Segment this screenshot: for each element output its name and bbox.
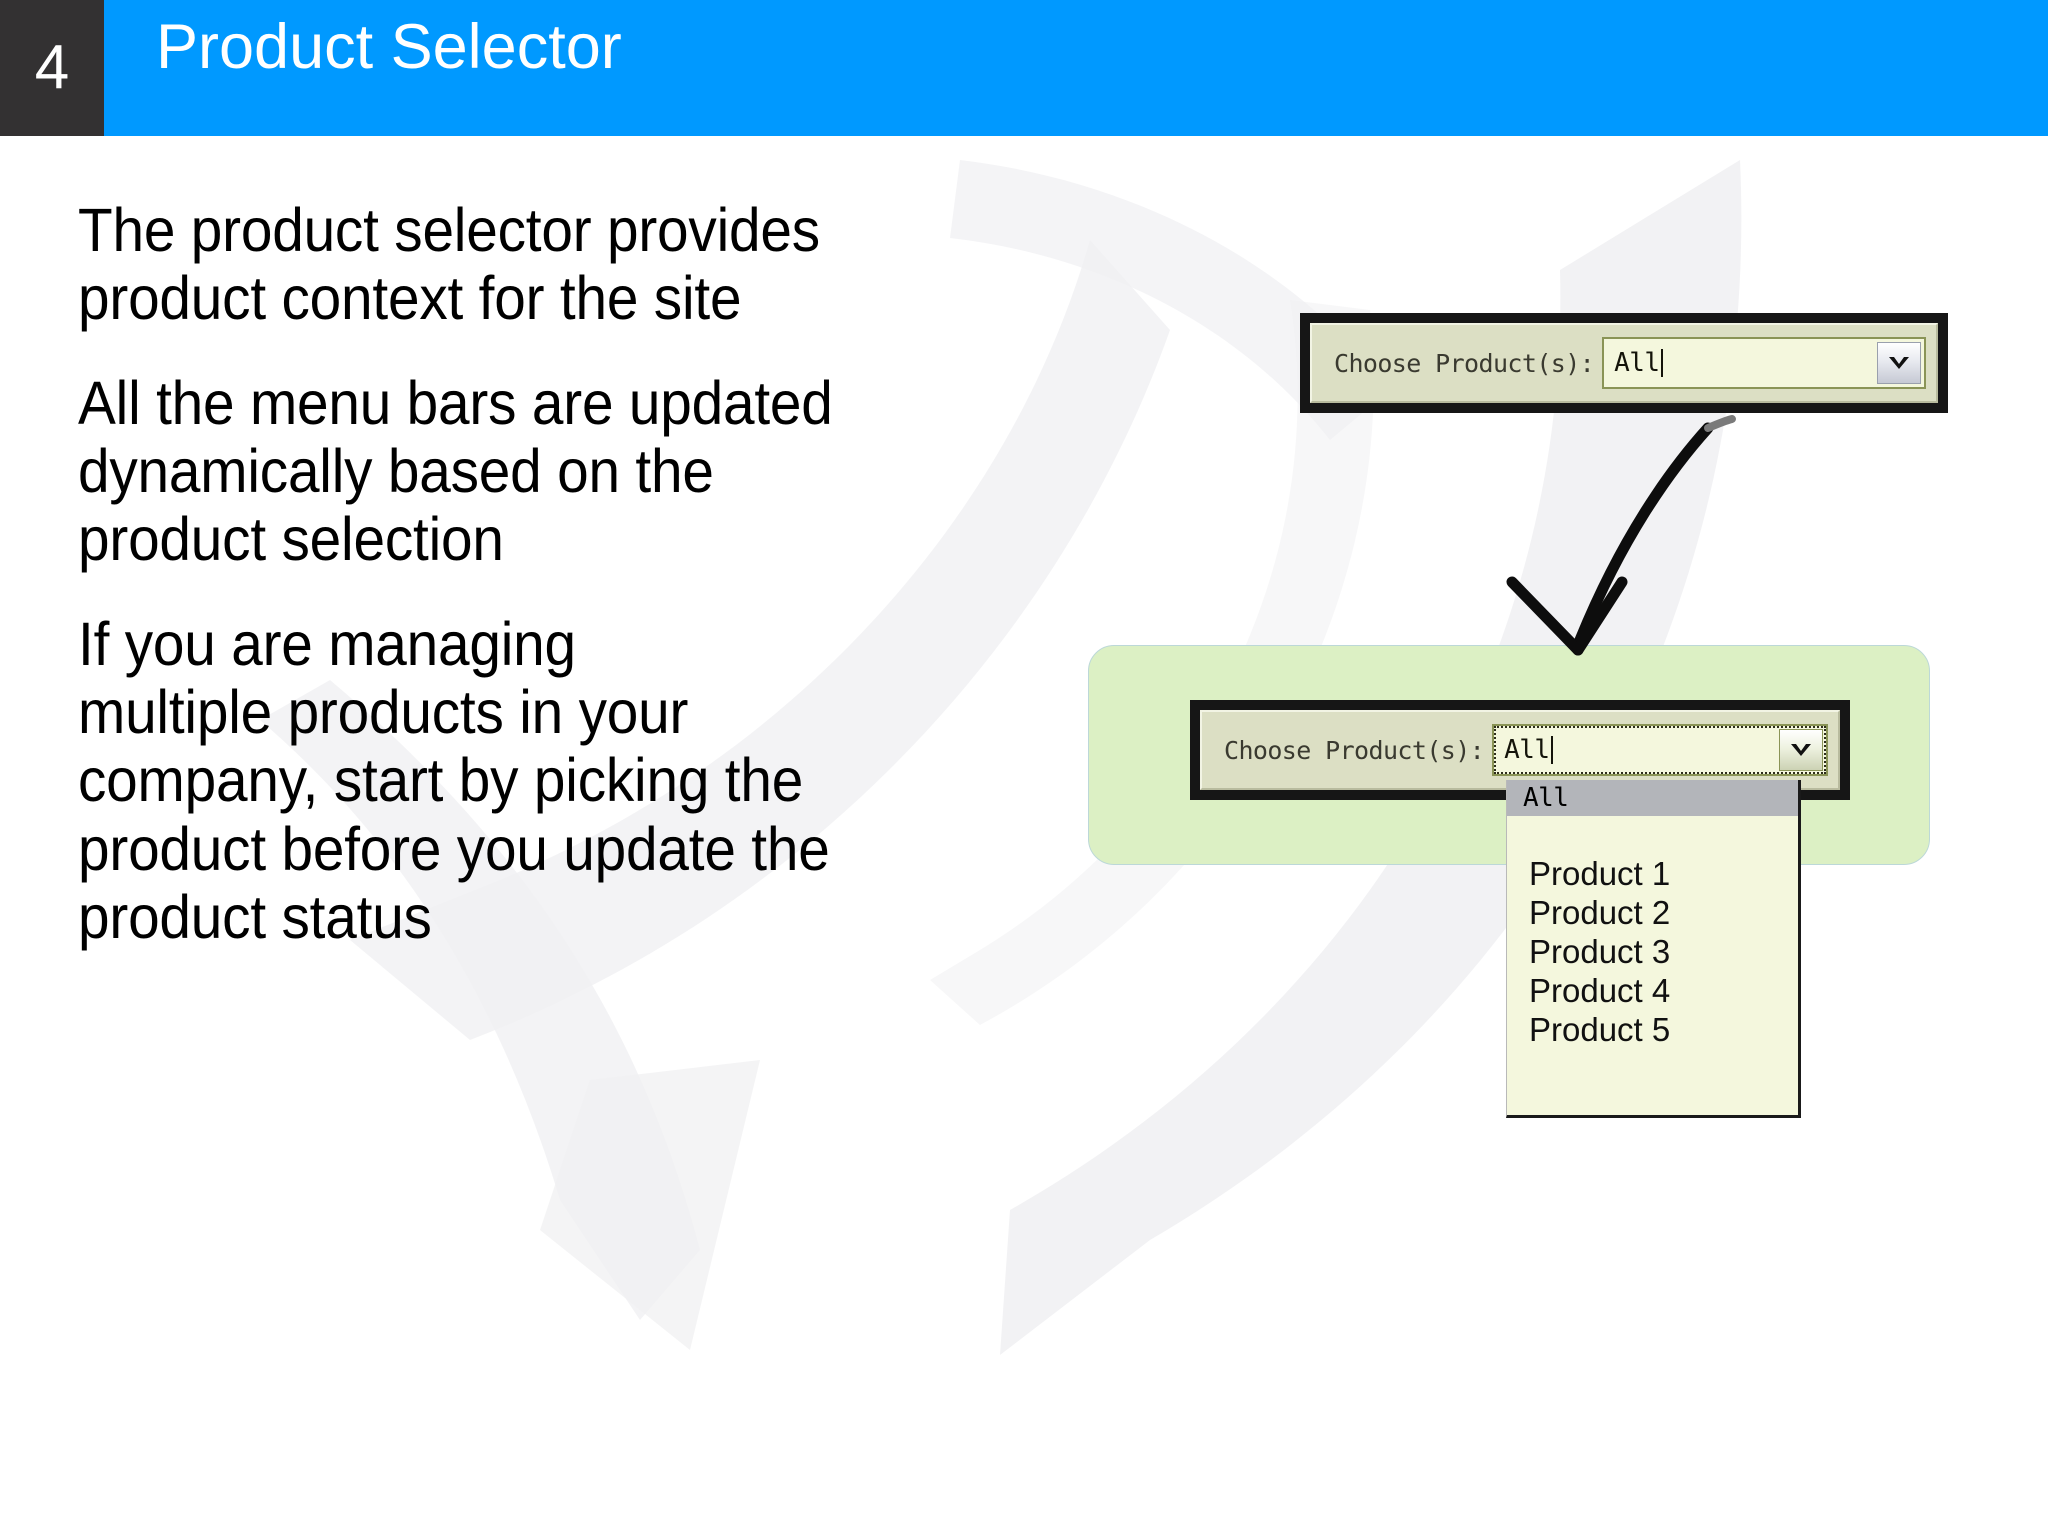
product-dropdown-list[interactable]: All Product 1 Product 2 Product 3 Produc… xyxy=(1506,780,1801,1118)
product-combobox-bottom[interactable]: All xyxy=(1492,724,1828,776)
text-caret-bottom xyxy=(1550,736,1553,764)
chevron-down-icon[interactable] xyxy=(1877,342,1921,384)
product-selector-top: Choose Product(s): All xyxy=(1300,313,1948,413)
choose-product-label-bottom: Choose Product(s): xyxy=(1224,735,1485,765)
product-combobox-top-value: All xyxy=(1614,348,1660,378)
paragraph-2: All the menu bars are updated dynamicall… xyxy=(78,368,833,574)
dropdown-spacer xyxy=(1507,816,1798,854)
dropdown-option-selected[interactable]: All xyxy=(1507,780,1798,816)
dropdown-option[interactable]: Product 5 xyxy=(1529,1011,1671,1048)
header-bar xyxy=(0,0,2048,136)
paragraph-3: If you are managing multiple products in… xyxy=(78,609,830,951)
dropdown-option[interactable]: Product 1 xyxy=(1529,855,1671,892)
chevron-down-icon-bottom[interactable] xyxy=(1779,729,1823,771)
product-combobox-bottom-value: All xyxy=(1504,735,1550,765)
product-selector-top-inner: Choose Product(s): All xyxy=(1310,323,1938,403)
body-copy: The product selector provides product co… xyxy=(78,196,1198,951)
product-combobox-top[interactable]: All xyxy=(1602,337,1926,389)
dropdown-option[interactable]: Product 2 xyxy=(1529,894,1671,931)
dropdown-option[interactable]: Product 3 xyxy=(1529,933,1671,970)
slide-number: 4 xyxy=(34,33,70,102)
slide-number-badge: 4 xyxy=(0,0,104,136)
text-caret xyxy=(1660,349,1663,377)
product-selector-bottom-inner: Choose Product(s): All xyxy=(1200,710,1840,790)
choose-product-label: Choose Product(s): xyxy=(1334,348,1595,378)
dropdown-option[interactable]: Product 4 xyxy=(1529,972,1671,1009)
paragraph-1: The product selector provides product co… xyxy=(78,196,820,333)
page-title: Product Selector xyxy=(156,12,622,82)
